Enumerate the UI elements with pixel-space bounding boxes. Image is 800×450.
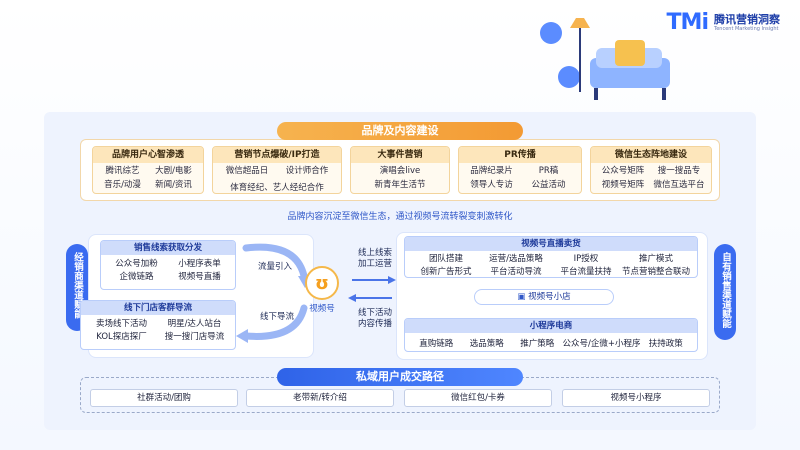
- left-side-label-text: 经销商渠道赋能: [72, 252, 83, 319]
- right-side-label-text: 自有销售渠道赋能: [720, 252, 731, 328]
- box-item: 推广模式: [638, 254, 673, 264]
- box-item: KOL探店探厂: [96, 332, 147, 342]
- brand-logo: TMi 腾讯营销洞察 Tencent Marketing Insight: [667, 10, 780, 35]
- logo-name: 腾讯营销洞察: [714, 12, 780, 26]
- box-item: 企微链路: [119, 272, 154, 282]
- card-item: PR稿: [538, 166, 559, 176]
- card-item: 领导人专访: [470, 180, 513, 190]
- card-item: 体育经纪、艺人经纪合作: [230, 183, 324, 193]
- brand-card-ip: 营销节点爆破/IP打造 微信超品日 设计师合作 体育经纪、艺人经纪合作: [212, 146, 342, 194]
- card-item: 微信互选平台: [653, 180, 705, 190]
- box-item: 公众号/企微+小程序: [562, 339, 641, 349]
- card-item: 微信超品日: [225, 166, 269, 176]
- box-title: 视频号直播卖货: [405, 237, 697, 251]
- box-title: 线下门店客群导流: [81, 301, 235, 315]
- logo-mark: TMi: [666, 10, 709, 35]
- box-item: 平台流量扶持: [560, 267, 612, 277]
- channels-store-pill: ▣ 视频号小店: [474, 289, 614, 305]
- offline-guide-label: 线下导流: [259, 312, 294, 322]
- card-item: 品牌纪录片: [470, 166, 513, 176]
- brand-card-pr: PR传播 品牌纪录片 PR稿 领导人专访 公益活动: [458, 146, 582, 194]
- private-path-title: 私域用户成交路径: [277, 368, 523, 386]
- brand-card-wechat: 微信生态阵地建设 公众号矩阵 搜一搜品专 视频号矩阵 微信互选平台: [590, 146, 712, 194]
- right-side-label: 自有销售渠道赋能: [714, 244, 736, 340]
- card-title: 大事件营销: [351, 147, 449, 163]
- online-lead-label: 线上线索 加工运营: [357, 248, 392, 269]
- logo-subtitle: Tencent Marketing Insight: [714, 25, 779, 32]
- live-selling-box: 视频号直播卖货 团队搭建 运营/选品策略 IP授权 推广模式 创新广告形式 平台…: [404, 236, 698, 278]
- offline-event-label: 线下活动 内容传播: [357, 308, 392, 329]
- box-item: 创新广告形式: [420, 267, 472, 277]
- box-item: 节点营销整合联动: [621, 267, 690, 277]
- sofa-illustration: [570, 18, 670, 100]
- box-item: 推广策略: [520, 339, 555, 349]
- channels-logo-icon: ʊ: [305, 266, 339, 300]
- card-item: 演唱会live: [379, 166, 421, 176]
- brand-card-user-mind: 品牌用户心智渗透 腾讯综艺 大剧/电影 音乐/动漫 新闻/资讯: [92, 146, 204, 194]
- share-bubble-icon: [558, 66, 580, 88]
- box-item: 卖场线下活动: [95, 319, 147, 329]
- store-label: 视频号小店: [528, 292, 571, 302]
- box-item: IP授权: [573, 254, 599, 264]
- box-item: 视频号直播: [178, 272, 221, 282]
- box-item: 扶持政策: [648, 339, 683, 349]
- card-item: 新青年生活节: [374, 180, 426, 190]
- store-traffic-box: 线下门店客群导流 卖场线下活动 明星/达人站台 KOL探店探厂 搜一搜门店导流: [80, 300, 236, 350]
- box-item: 明星/达人站台: [167, 319, 222, 329]
- brand-card-events: 大事件营销 演唱会live 新青年生活节: [350, 146, 450, 194]
- card-item: 大剧/电影: [155, 166, 192, 176]
- box-item: 搜一搜门店导流: [164, 332, 225, 342]
- card-item: 视频号矩阵: [601, 180, 645, 190]
- private-item: 视频号小程序: [562, 389, 710, 407]
- brand-section-title: 品牌及内容建设: [277, 122, 523, 140]
- card-title: 品牌用户心智渗透: [93, 147, 203, 163]
- card-title: PR传播: [459, 147, 581, 163]
- card-title: 微信生态阵地建设: [591, 147, 711, 163]
- card-item: 公益活动: [531, 180, 566, 190]
- channels-center: ʊ 视频号: [296, 266, 348, 326]
- channels-label: 视频号: [309, 304, 335, 314]
- box-item: 平台活动导流: [490, 267, 542, 277]
- card-item: 音乐/动漫: [104, 180, 141, 190]
- box-item: 小程序表单: [178, 259, 221, 269]
- box-item: 公众号加粉: [115, 259, 158, 269]
- box-item: 团队搭建: [428, 254, 463, 264]
- box-item: 直购链路: [419, 339, 454, 349]
- box-title: 销售线索获取分发: [101, 241, 235, 255]
- right-arrows: [348, 276, 396, 302]
- card-item: 搜一搜品专: [657, 166, 701, 176]
- banner-text: 品牌内容沉淀至微信生态，通过视频号流转裂变刺激转化: [287, 212, 513, 222]
- traffic-in-label: 流量引入: [257, 262, 292, 272]
- box-item: 选品策略: [469, 339, 504, 349]
- mini-program-box: 小程序电商 直购链路 选品策略 推广策略 公众号/企微+小程序 扶持政策: [404, 318, 698, 352]
- card-item: 新闻/资讯: [155, 180, 192, 190]
- card-title: 营销节点爆破/IP打造: [213, 147, 341, 163]
- box-title: 小程序电商: [405, 319, 697, 333]
- card-item: 公众号矩阵: [601, 166, 645, 176]
- box-item: 运营/选品策略: [489, 254, 543, 264]
- card-item: 设计师合作: [285, 166, 329, 176]
- card-item: 腾讯综艺: [105, 166, 140, 176]
- private-item: 老带新/转介绍: [246, 389, 394, 407]
- private-item: 微信红包/卡券: [404, 389, 552, 407]
- lead-acquisition-box: 销售线索获取分发 公众号加粉 小程序表单 企微链路 视频号直播: [100, 240, 236, 290]
- private-item: 社群活动/团购: [90, 389, 238, 407]
- store-icon: ▣: [517, 292, 529, 302]
- message-bubble-icon: [540, 22, 562, 44]
